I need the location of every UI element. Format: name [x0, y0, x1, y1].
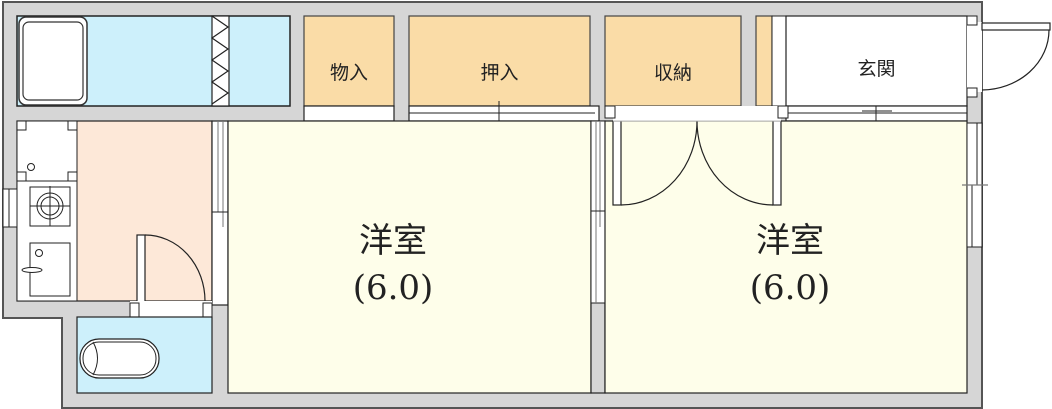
toilet-door-swing-icon: [144, 234, 206, 302]
entrance-label: 玄関: [857, 58, 896, 80]
accordion-door-icon: [210, 15, 230, 105]
storage-small-label: 物入: [329, 62, 368, 84]
western-room-1-size: (6.0): [352, 268, 434, 308]
western-room-2-size: (6.0): [749, 268, 831, 308]
gas-stove-icon: [29, 186, 71, 227]
closet-area: [408, 15, 591, 107]
toilet-icon: [79, 338, 160, 379]
entrance-door-swing-icon: [981, 22, 1051, 91]
western-room-2-label: 洋室: [756, 221, 824, 261]
closet-label: 押入: [480, 62, 519, 84]
western-room-2-area: [604, 120, 968, 394]
kitchen-window: [2, 188, 18, 228]
storage-small-area: [303, 15, 395, 107]
bathtub-icon: [18, 16, 88, 106]
storage-label: 収納: [653, 62, 692, 84]
double-door-swing-icon: [620, 120, 774, 206]
western-room-1-label: 洋室: [359, 221, 427, 261]
storage-area: [604, 15, 742, 107]
sink-icon: [21, 242, 71, 297]
western-room-1-area: [227, 120, 592, 394]
washing-machine-icon: [16, 120, 78, 182]
